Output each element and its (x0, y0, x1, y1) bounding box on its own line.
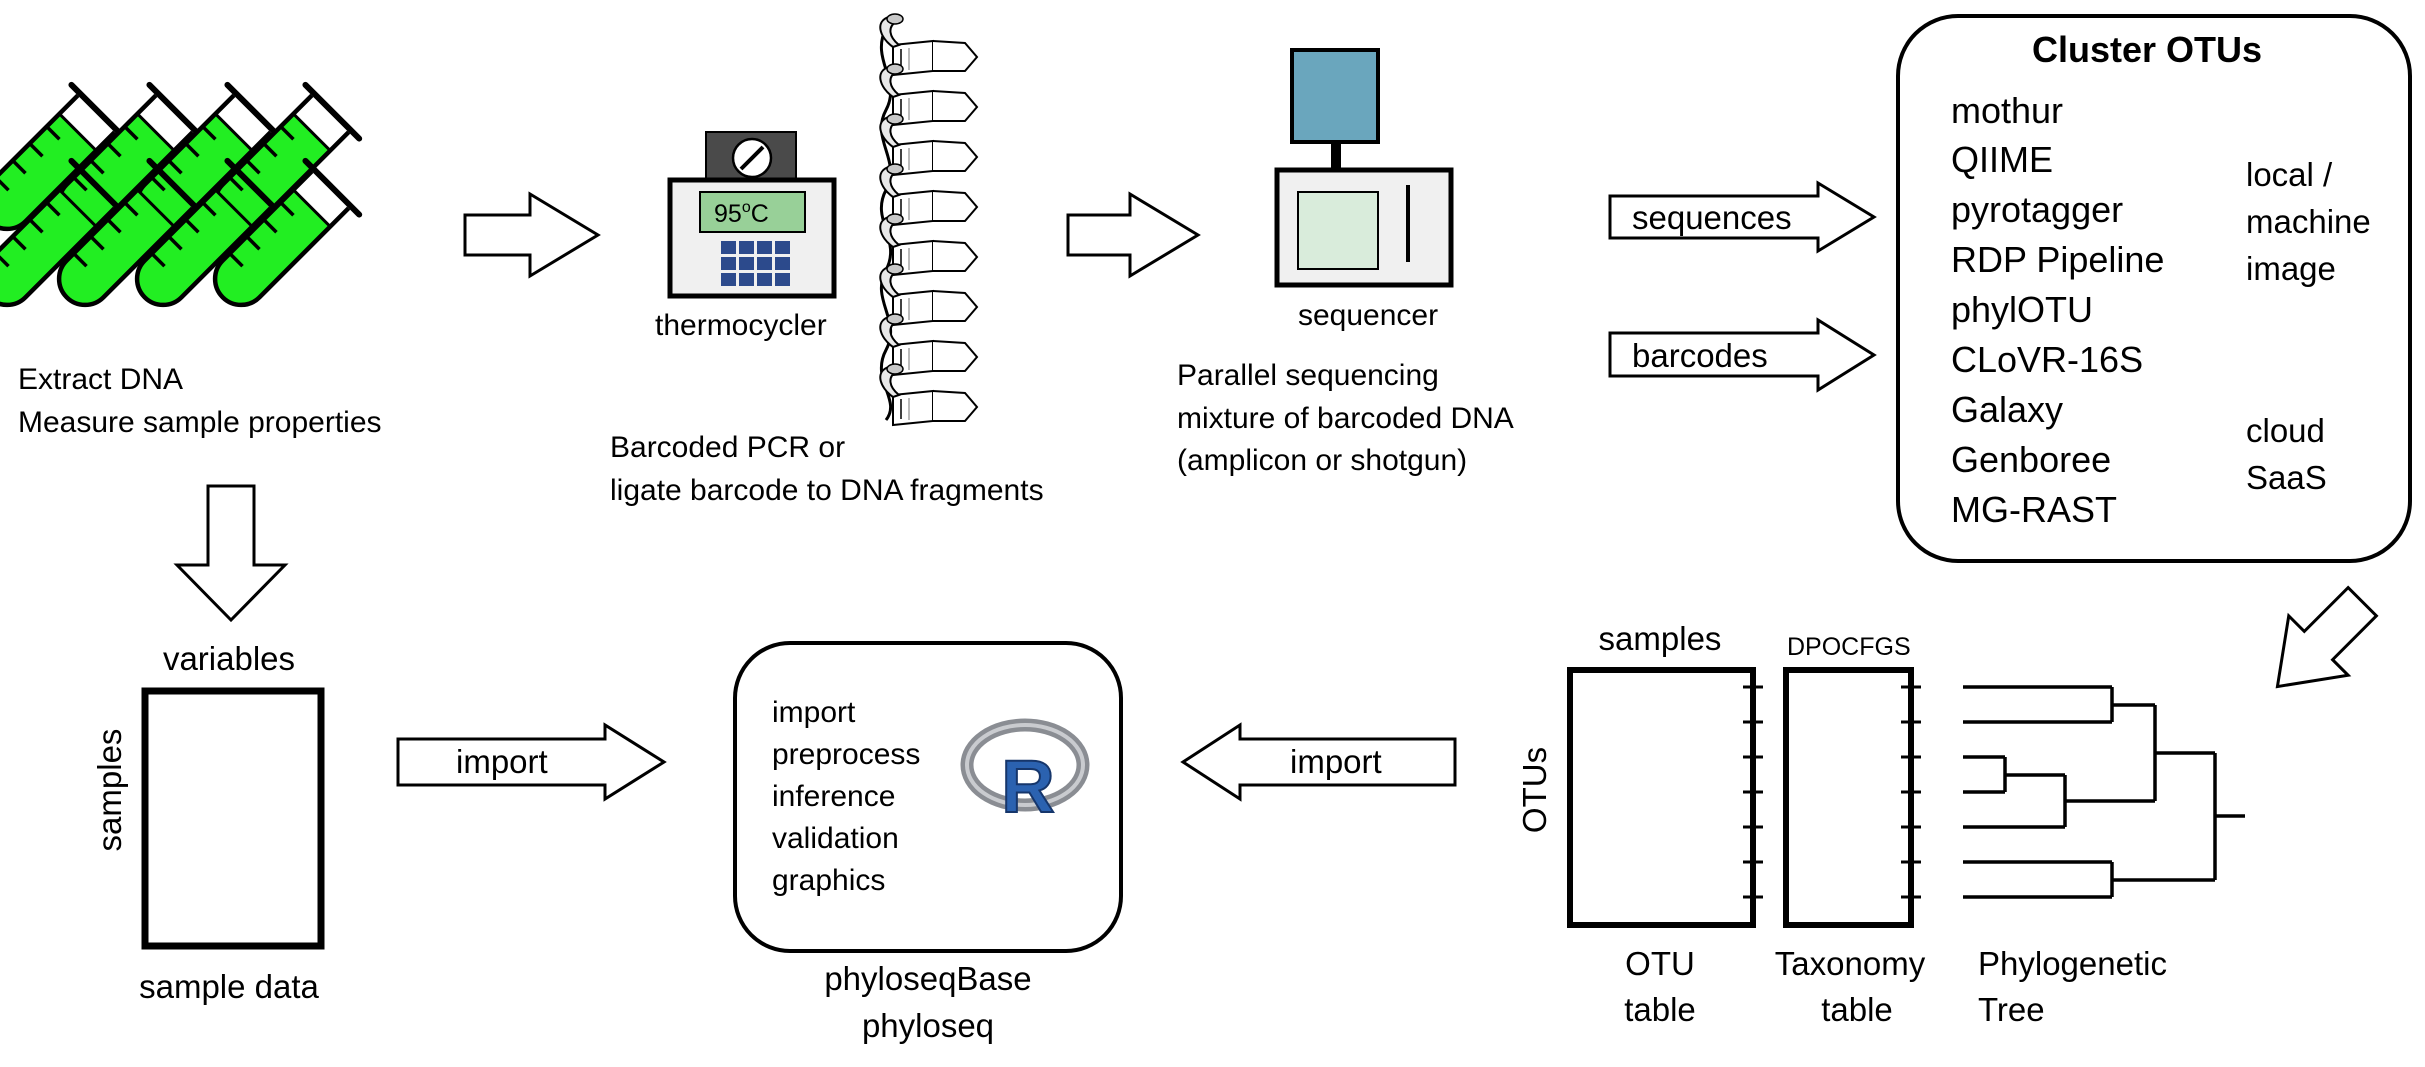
phyloseq-label: phyloseq (862, 1007, 994, 1044)
test-tubes-icon (0, 83, 361, 335)
barcoded-dna-label: mixture of barcoded DNA (1177, 402, 1514, 435)
phyloseq-step: validation (772, 822, 899, 855)
taxonomy-ranks-label: DPOCFGS (1787, 633, 1911, 661)
sequences-arrow-label: sequences (1632, 199, 1792, 236)
otu-table-ticks (1743, 685, 1763, 899)
taxonomy-table-ticks (1901, 685, 1921, 899)
otu-table-label-1: OTU (1625, 945, 1695, 982)
extract-dna-label: Extract DNA (18, 363, 183, 396)
tool-item: RDP Pipeline (1951, 239, 2164, 280)
tree-label-2: Tree (1978, 991, 2045, 1028)
r-logo-icon (960, 718, 1090, 812)
cluster-otus-title: Cluster OTUs (2032, 29, 2262, 70)
cluster-tools-list: mothur QIIME pyrotagger RDP Pipeline phy… (1951, 90, 2164, 530)
sequencer-icon (1274, 48, 1454, 288)
variables-label: variables (163, 640, 295, 677)
sequences-arrow (1608, 180, 1877, 254)
barcodes-arrow (1608, 317, 1877, 393)
tool-item: pyrotagger (1951, 189, 2123, 230)
sequencer-label: sequencer (1298, 299, 1438, 332)
amplicon-shotgun-label: (amplicon or shotgun) (1177, 444, 1467, 477)
parallel-sequencing-label: Parallel sequencing (1177, 359, 1439, 392)
otus-side-label: OTUs (1516, 747, 1553, 833)
sample-data-label: sample data (139, 968, 319, 1005)
phyloseq-step: preprocess (772, 738, 920, 771)
phylogenetic-tree-icon (1963, 685, 2245, 899)
local-label: local / (2246, 156, 2333, 193)
cloud-label: cloud (2246, 412, 2325, 449)
phyloseq-step: inference (772, 780, 895, 813)
phyloseq-step: graphics (772, 864, 885, 897)
import-arrow-left (396, 722, 667, 802)
arrow-to-pcr (463, 191, 601, 279)
thermocycler-icon (667, 131, 837, 299)
cluster-otus-box (1896, 14, 2412, 563)
tool-item: CLoVR-16S (1951, 339, 2143, 380)
taxonomy-table-label-2: table (1821, 991, 1893, 1028)
import-arrow-right-label: import (1290, 743, 1382, 780)
import-arrow-right (1180, 722, 1457, 802)
arrow-to-otu-table (2275, 585, 2379, 689)
tool-item: Genboree (1951, 439, 2111, 480)
otu-samples-label: samples (1599, 620, 1722, 657)
arrow-to-sample-data (173, 484, 289, 623)
saas-label: SaaS (2246, 459, 2327, 496)
measure-properties-label: Measure sample properties (18, 406, 382, 439)
ligate-barcode-label: ligate barcode to DNA fragments (610, 474, 1044, 507)
tool-item: mothur (1951, 90, 2063, 131)
image-label: image (2246, 250, 2336, 287)
barcoded-pcr-label: Barcoded PCR or (610, 431, 845, 464)
samples-side-label: samples (91, 729, 128, 852)
arrow-to-sequencer (1066, 191, 1201, 279)
phyloseq-step: import (772, 696, 856, 729)
barcodes-arrow-label: barcodes (1632, 337, 1768, 374)
tool-item: MG-RAST (1951, 489, 2117, 530)
phyloseqbase-label: phyloseqBase (824, 960, 1031, 997)
thermocycler-label: thermocycler (655, 309, 827, 342)
taxonomy-table (1783, 667, 1914, 928)
otu-table-label-2: table (1624, 991, 1696, 1028)
tree-label-1: Phylogenetic (1978, 945, 2167, 982)
machine-label: machine (2246, 203, 2371, 240)
taxonomy-table-label-1: Taxonomy (1775, 945, 1926, 982)
tool-item: QIIME (1951, 139, 2053, 180)
import-arrow-left-label: import (456, 743, 548, 780)
sample-data-table (141, 687, 325, 950)
r-logo-letter: R (1001, 745, 1054, 828)
otu-table (1567, 667, 1756, 928)
tool-item: phylOTU (1951, 289, 2093, 330)
tool-item: Galaxy (1951, 389, 2063, 430)
pcr-tube-strip-icon (879, 13, 978, 426)
thermocycler-display: 95oC (714, 199, 769, 228)
